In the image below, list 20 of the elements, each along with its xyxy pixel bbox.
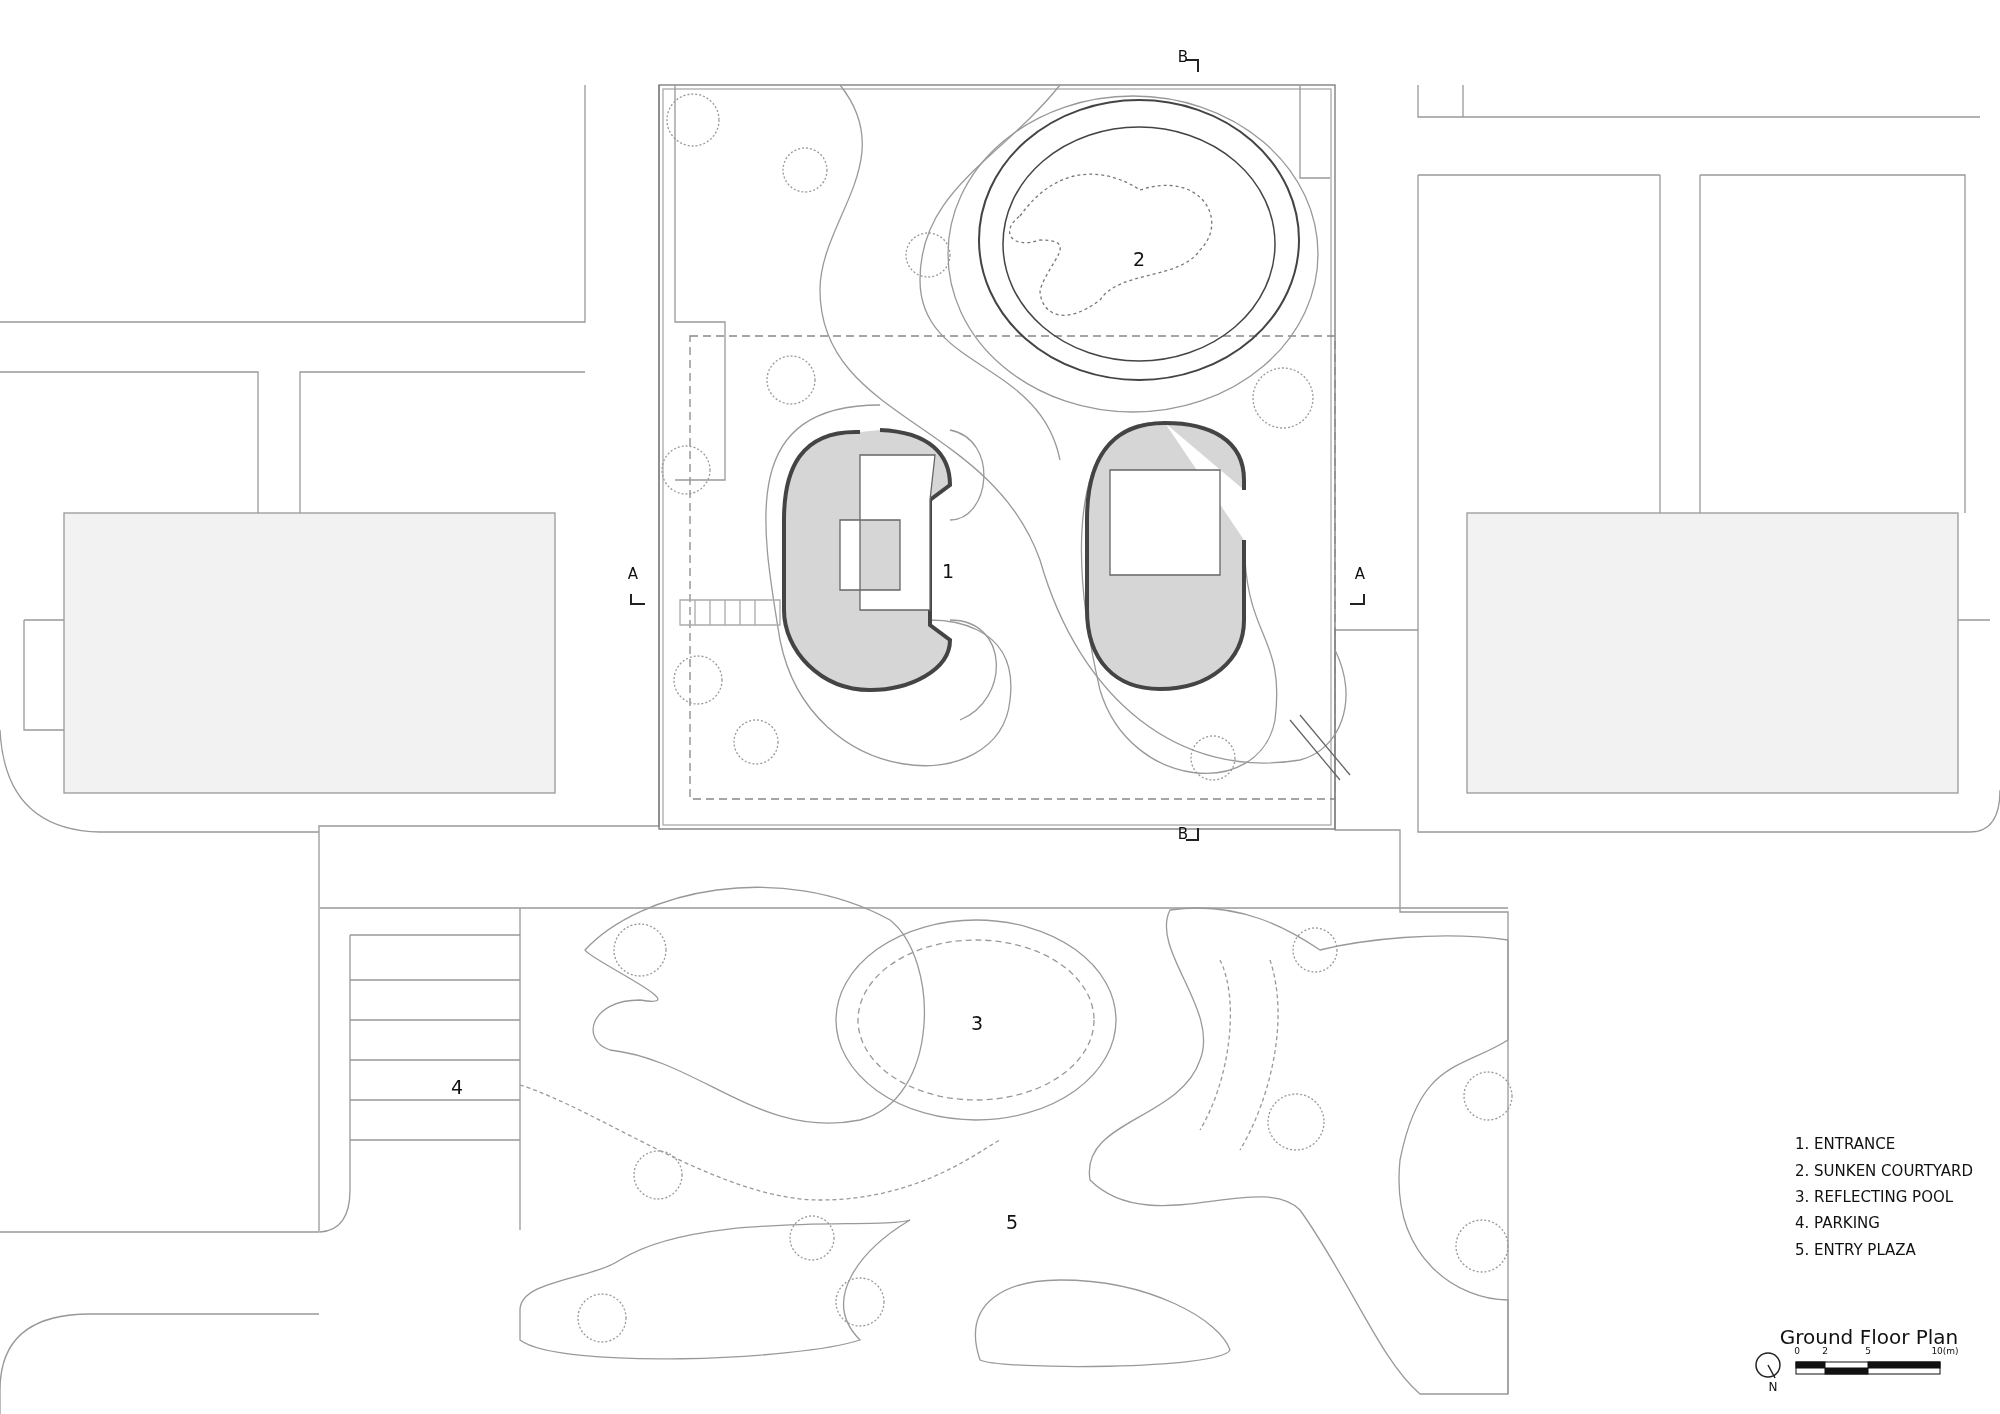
area-number: 5 xyxy=(1005,1212,1019,1232)
area-number: 3 xyxy=(970,1013,984,1033)
scale-number: 5 xyxy=(1865,1346,1871,1356)
scale-number: 2 xyxy=(1822,1346,1828,1356)
area-number: 2 xyxy=(1132,249,1146,269)
legend-item: 2. SUNKEN COURTYARD xyxy=(1795,1163,1974,1179)
plan-title: Ground Floor Plan xyxy=(1779,1327,1959,1347)
section-label: B xyxy=(1177,49,1189,65)
scale-number: 10(m) xyxy=(1931,1346,1959,1356)
section-label: B xyxy=(1177,826,1189,842)
north-label: N xyxy=(1768,1381,1778,1393)
area-number: 1 xyxy=(941,561,955,581)
section-label: A xyxy=(1354,566,1366,582)
legend-item: 4. PARKING xyxy=(1795,1215,1880,1231)
legend-item: 5. ENTRY PLAZA xyxy=(1795,1242,1916,1258)
legend-item: 3. REFLECTING POOL xyxy=(1795,1189,1954,1205)
section-label: A xyxy=(627,566,639,582)
area-number: 4 xyxy=(450,1077,464,1097)
scale-number: 0 xyxy=(1794,1346,1800,1356)
legend-item: 1. ENTRANCE xyxy=(1795,1136,1896,1152)
